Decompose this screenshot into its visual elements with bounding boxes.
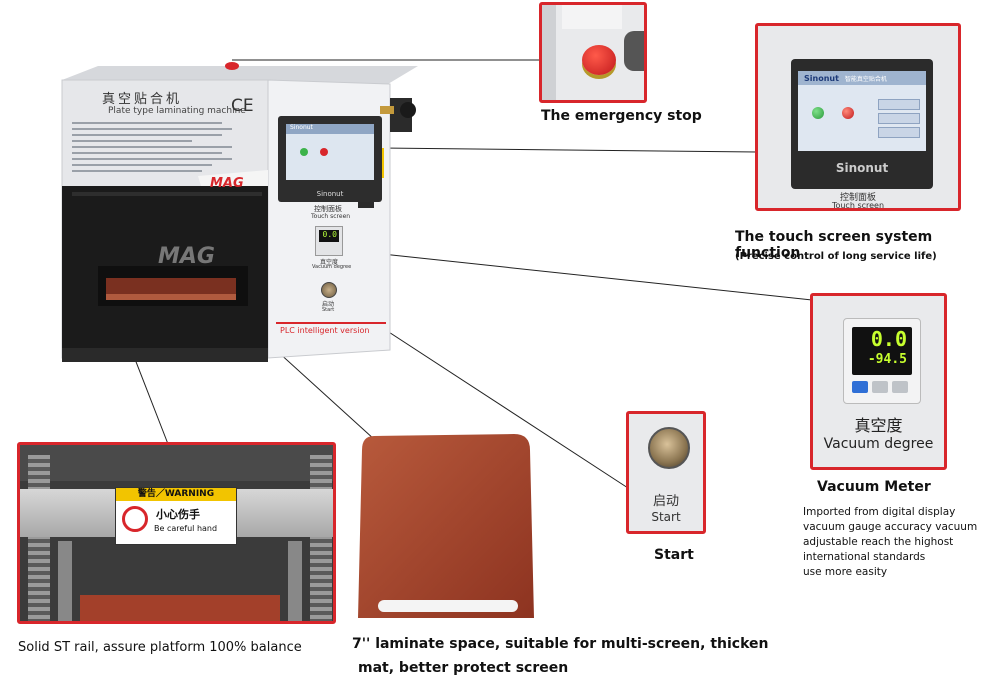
- machine-vacuum-label-cn: 真空度: [320, 259, 339, 266]
- touch-label-cn: 控制面板: [839, 193, 876, 203]
- touch-label-en: Touch screen: [831, 201, 885, 210]
- laminate-mat-image: [354, 432, 536, 624]
- machine-start-label-cn: 启动: [322, 301, 335, 308]
- machine-title-en: Plate type laminating machine: [108, 106, 246, 116]
- machine-touch-label-en: Touch screen: [311, 213, 351, 220]
- machine-start-button[interactable]: [321, 282, 337, 298]
- status-red-icon: [842, 107, 854, 119]
- brand-front: MAG: [158, 244, 215, 269]
- emergency-stop-callout: [539, 2, 647, 103]
- emergency-stop-icon: [582, 45, 616, 75]
- start-button-icon[interactable]: [648, 427, 690, 469]
- vacuum-meter-title: Vacuum Meter: [817, 479, 931, 495]
- guide-post-right: [288, 541, 302, 621]
- rail-callout: 警告／WARNING 小心伤手 Be careful hand: [17, 442, 336, 624]
- start-callout: 启动 Start: [626, 411, 706, 534]
- touch-screen-subcaption: (Precise control of long service life): [735, 251, 937, 262]
- laminate-caption-line-2: mat, better protect screen: [358, 660, 569, 676]
- warning-title: 警告／WARNING: [116, 488, 236, 501]
- machine-touch-screen[interactable]: Sinonut Sinonut: [278, 116, 382, 202]
- status-green-icon: [812, 107, 824, 119]
- red-light-icon: [320, 148, 328, 156]
- gauge-button-grey-1[interactable]: [872, 381, 888, 393]
- vacuum-gauge-device: 0.0 -94.5: [843, 318, 921, 404]
- ce-mark: CE: [231, 96, 254, 116]
- laminating-machine: 真空贴合机 Plate type laminating machine CE M…: [58, 58, 418, 368]
- screen-footer-brand: Sinonut: [835, 161, 889, 175]
- machine-screen-footer: Sinonut: [316, 190, 344, 198]
- screen-brand-logo: Sinonut: [804, 73, 839, 83]
- emergency-stop-caption: The emergency stop: [541, 108, 702, 124]
- start-label-cn: 启动: [652, 494, 679, 509]
- vacuum-meter-description: Imported from digital display vacuum gau…: [803, 505, 977, 580]
- machine-screen-brand: Sinonut: [286, 124, 374, 134]
- gauge-button-grey-2[interactable]: [892, 381, 908, 393]
- touch-screen-caption: The touch screen system function: [735, 229, 933, 261]
- gauge-button-blue[interactable]: [852, 381, 868, 393]
- right-rail: [310, 455, 332, 621]
- machine-vacuum-label-en: Vacuum degree: [312, 264, 352, 270]
- screen-button-1[interactable]: [878, 99, 920, 110]
- screen-title: 智能真空贴合机: [844, 75, 887, 83]
- rail-caption: Solid ST rail, assure platform 100% bala…: [18, 640, 302, 655]
- vacuum-meter-callout: 0.0 -94.5 真空度 Vacuum degree: [810, 293, 947, 470]
- vacuum-desc-line-2: vacuum gauge accuracy vacuum: [803, 521, 978, 533]
- machine-vacuum-gauge: 0.0: [315, 226, 343, 256]
- guide-post-left: [58, 541, 72, 621]
- mat-edge: [80, 595, 280, 621]
- screen-button-2[interactable]: [878, 113, 920, 124]
- screen-button-3[interactable]: [878, 127, 920, 138]
- vacuum-label-cn: 真空度: [854, 416, 903, 435]
- touch-screen-callout: Sinonut 智能真空贴合机 Sinonut 控制面板 Touch scree…: [755, 23, 961, 211]
- vacuum-desc-line-5: use more easity: [803, 566, 888, 578]
- vacuum-desc-line-3: adjustable reach the highost: [803, 536, 954, 548]
- laminate-mat-svg: [358, 434, 534, 618]
- warning-cn: 小心伤手: [156, 508, 200, 521]
- left-rail: [28, 455, 50, 621]
- warning-en: Be careful hand: [154, 524, 218, 533]
- brand-plate: MAG: [210, 176, 244, 191]
- vacuum-desc-line-4: international standards: [803, 551, 926, 563]
- machine-start-label-en: Start: [322, 307, 335, 313]
- start-label-en: Start: [651, 510, 681, 524]
- machine-title-cn: 真空贴合机: [102, 92, 183, 107]
- machine-touch-label-cn: 控制面板: [314, 205, 342, 213]
- gauge-reading-bottom: -94.5: [867, 352, 907, 367]
- start-caption: Start: [654, 547, 694, 563]
- warning-sticker: 警告／WARNING 小心伤手 Be careful hand: [115, 487, 237, 545]
- gauge-reading-top: 0.0: [870, 327, 907, 351]
- green-light-icon: [300, 148, 308, 156]
- vacuum-desc-line-1: Imported from digital display: [803, 506, 956, 518]
- vacuum-label-en: Vacuum degree: [823, 436, 934, 452]
- air-fitting-icon: [624, 31, 644, 71]
- machine-gauge-reading: 0.0: [319, 230, 339, 242]
- laminate-caption-line-1: 7'' laminate space, suitable for multi-s…: [352, 636, 769, 652]
- no-hand-icon: [122, 506, 148, 532]
- version-label: PLC intelligent version: [280, 326, 370, 335]
